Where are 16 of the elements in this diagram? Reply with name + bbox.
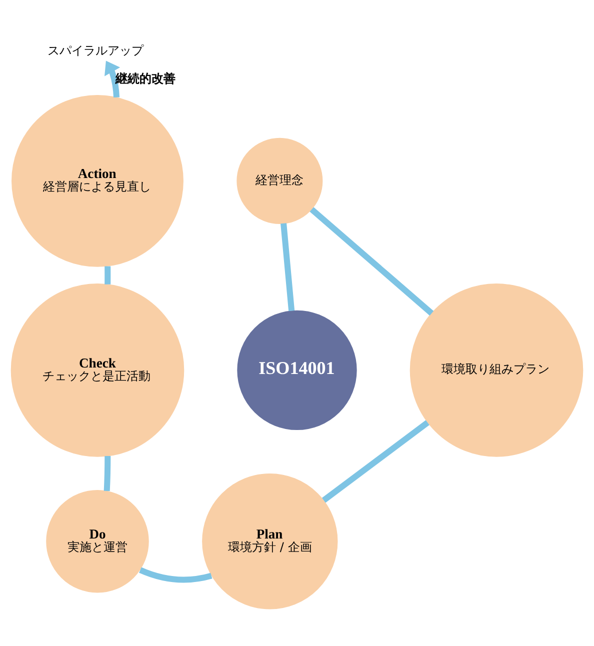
edge-label: 継続的改善	[116, 70, 176, 85]
node-circle: 環境取り組みプラン	[410, 283, 584, 456]
node-circle: Do 実施と運営	[46, 489, 149, 592]
connector	[104, 456, 111, 491]
connector	[104, 266, 111, 284]
connector	[310, 206, 434, 316]
connector	[280, 222, 295, 311]
node-circle: Plan 環境方針 / 企画	[202, 473, 338, 609]
connector	[139, 566, 212, 582]
node-circle: 経営理念	[236, 137, 323, 224]
node-circle: Check チェックと是正活動	[10, 283, 184, 456]
node-circle: ISO14001	[237, 310, 357, 430]
node-circle: Action 経営層による見直し	[12, 94, 184, 266]
arrow	[104, 60, 120, 97]
node-text: スパイラルアップ	[47, 42, 144, 57]
connector	[322, 420, 430, 502]
